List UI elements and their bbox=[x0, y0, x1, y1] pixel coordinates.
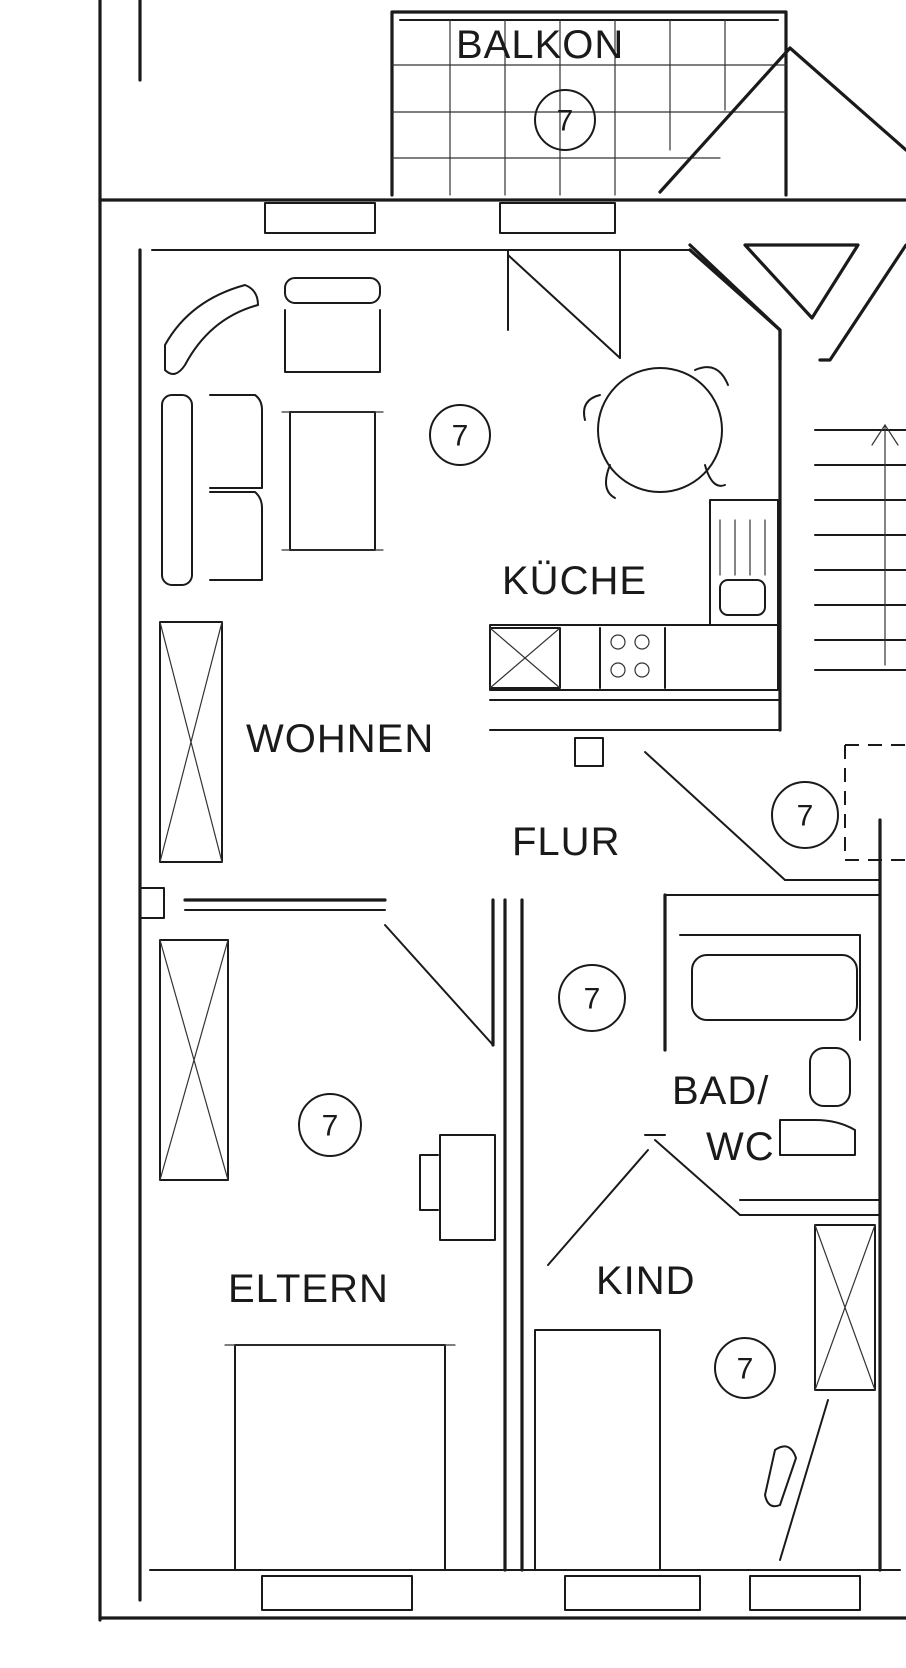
room-label-eltern: ELTERN bbox=[228, 1267, 389, 1311]
interior-walls bbox=[151, 248, 782, 767]
marker-label: 7 bbox=[322, 1110, 339, 1143]
lower-walls bbox=[183, 751, 881, 1572]
marker-label: 7 bbox=[797, 800, 814, 833]
marker-label: 7 bbox=[557, 105, 574, 138]
room-label-wohnen: WOHNEN bbox=[246, 717, 434, 761]
windows bbox=[139, 202, 861, 1611]
marker-circle bbox=[558, 964, 626, 1032]
marker-eltern: 7 bbox=[298, 1093, 362, 1157]
marker-label: 7 bbox=[452, 420, 469, 453]
room-label-bad: BAD/ bbox=[672, 1069, 769, 1113]
room-label-balkon: BALKON bbox=[456, 23, 624, 67]
room-label-kind: KIND bbox=[596, 1259, 696, 1303]
markers: 7 7 7 7 7 7 bbox=[298, 89, 839, 1399]
marker-wohnen: 7 bbox=[429, 404, 491, 466]
marker-treppe: 7 bbox=[771, 781, 839, 849]
outer-walls bbox=[98, 0, 906, 1622]
marker-label: 7 bbox=[737, 1353, 754, 1386]
room-labels: KÜCHE WOHNEN FLUR BAD/ WC ELTERN KIND bbox=[228, 559, 775, 1311]
marker-circle bbox=[771, 781, 839, 849]
marker-balkon: 7 bbox=[534, 89, 596, 151]
marker-kind: 7 bbox=[714, 1337, 776, 1399]
room-label-flur: FLUR bbox=[512, 820, 620, 864]
living-furniture bbox=[161, 277, 384, 586]
room-label-wc: WC bbox=[706, 1125, 775, 1169]
balcony: BALKON bbox=[390, 10, 788, 197]
marker-circle bbox=[298, 1093, 362, 1157]
marker-label: 7 bbox=[584, 983, 601, 1016]
marker-circle bbox=[429, 404, 491, 466]
marker-circle bbox=[714, 1337, 776, 1399]
room-label-kueche: KÜCHE bbox=[502, 559, 647, 603]
stair-roof-triangle bbox=[658, 46, 906, 362]
staircase bbox=[814, 423, 906, 861]
marker-circle bbox=[534, 89, 596, 151]
dining-table bbox=[583, 366, 729, 499]
marker-flur: 7 bbox=[558, 964, 626, 1032]
